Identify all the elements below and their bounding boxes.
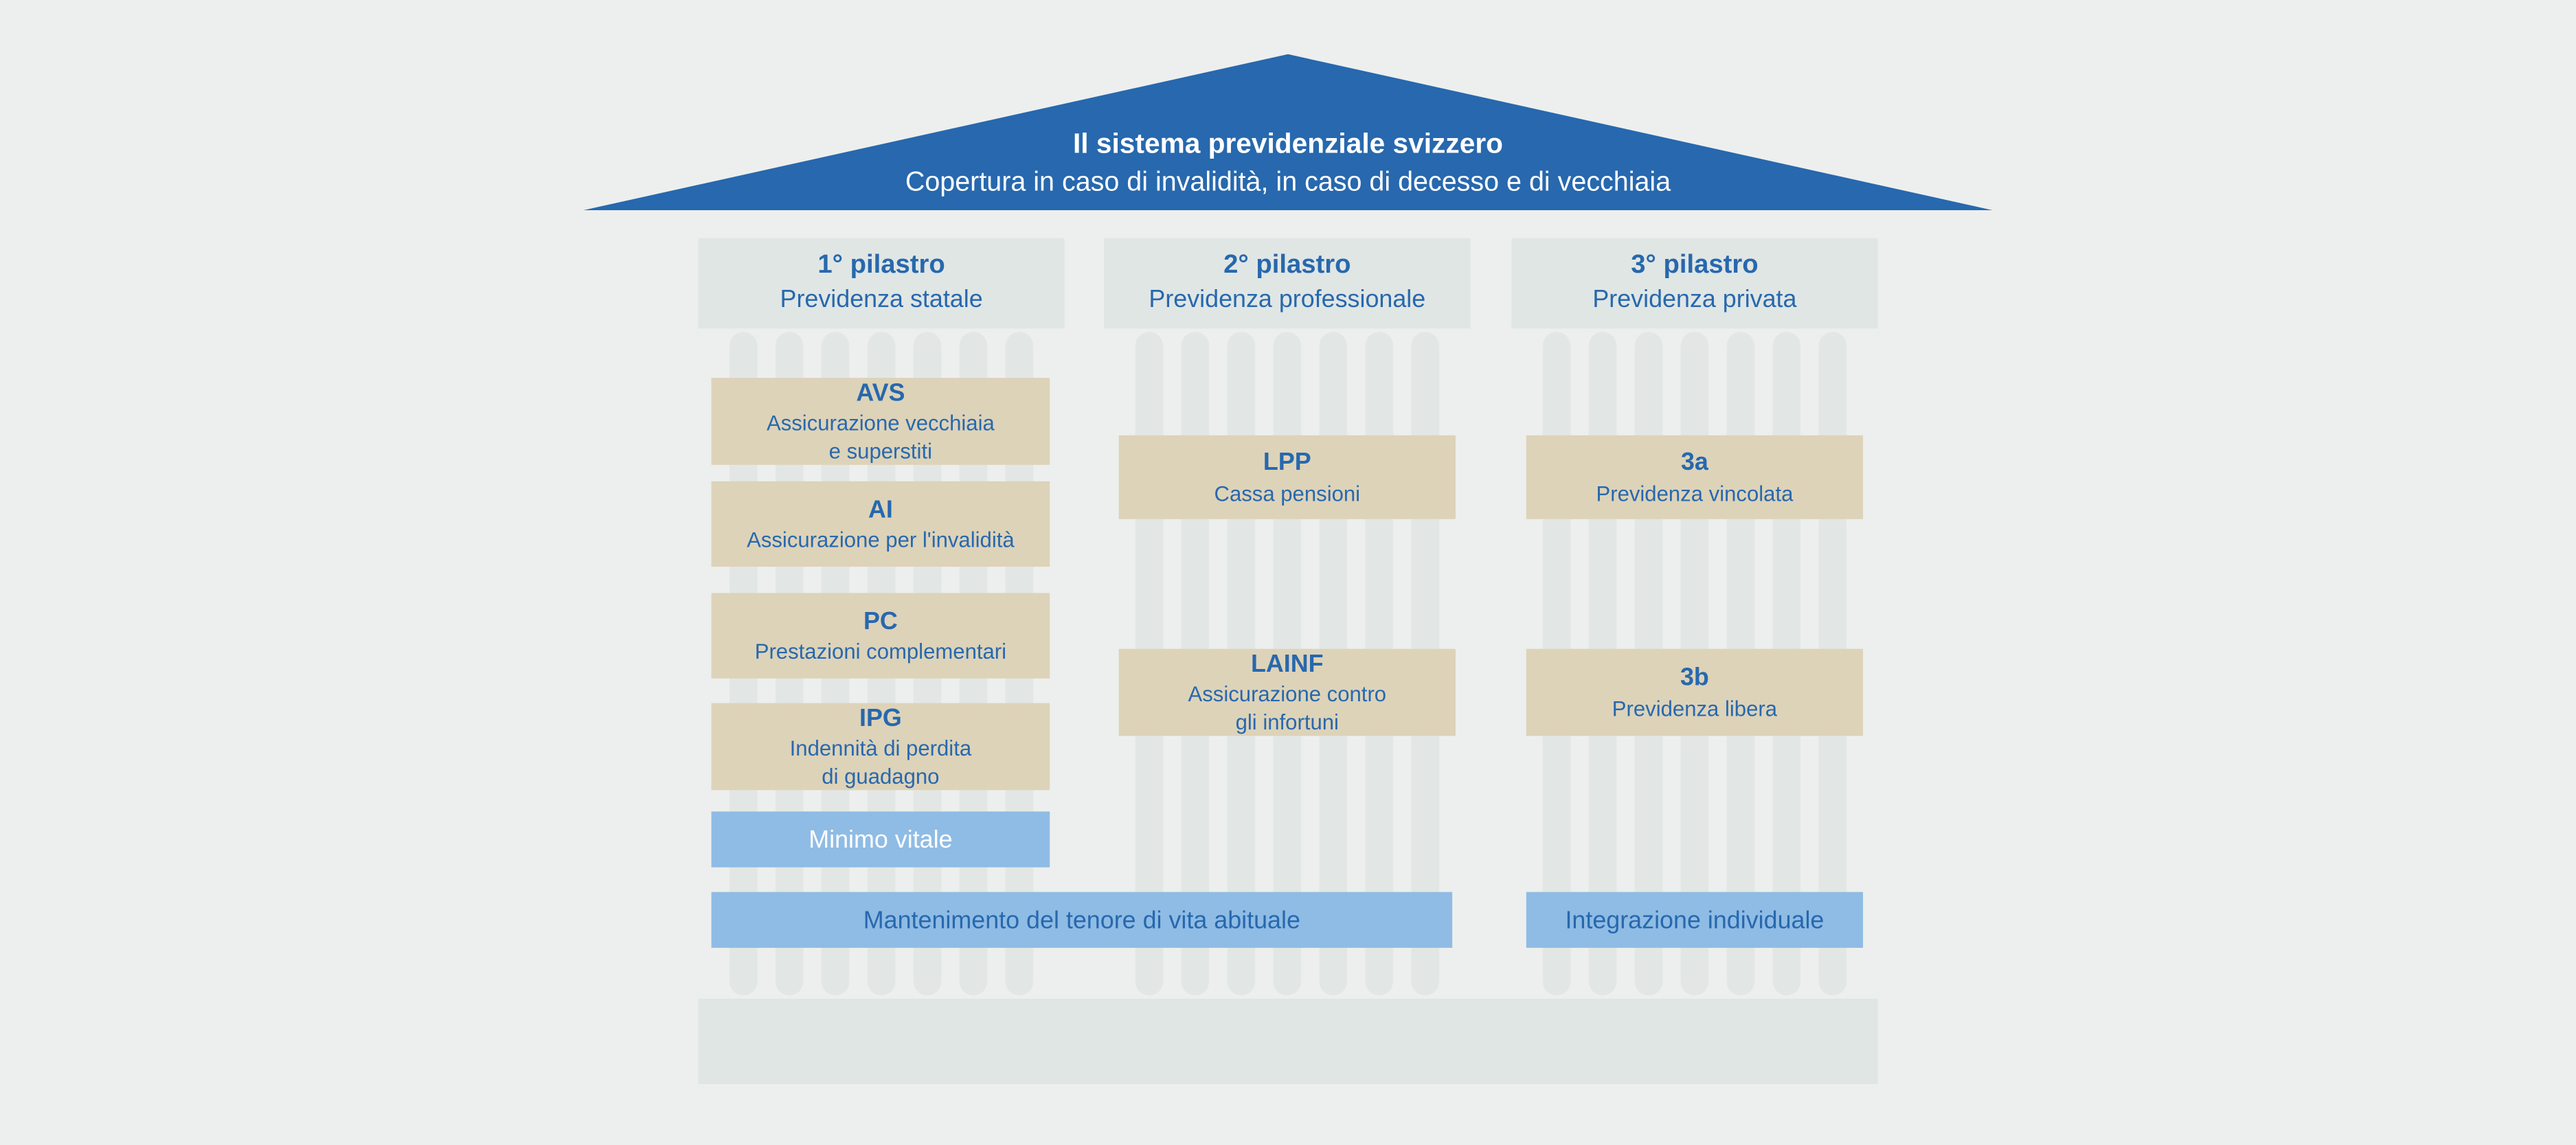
pillar-3-header: 3° pilastro Previdenza privata [1511, 238, 1878, 329]
pillar-2-title: 2° pilastro [1223, 251, 1351, 280]
box-lpp-subtitle: Cassa pensioni [1214, 480, 1361, 506]
box-3b: 3b Previdenza libera [1526, 648, 1864, 736]
box-ipg-title: IPG [859, 705, 902, 733]
box-lainf: LAINF Assicurazione contro gli infortuni [1118, 648, 1456, 736]
box-pc-subtitle: Prestazioni complementari [754, 639, 1007, 664]
box-ai: AI Assicurazione per l'invalidità [711, 481, 1050, 567]
box-ipg-subtitle: Indennità di perdita di guadagno [789, 736, 972, 789]
bar-integrazione-individuale: Integrazione individuale [1526, 892, 1864, 948]
box-pc: PC Prestazioni complementari [711, 593, 1050, 679]
box-ai-subtitle: Assicurazione per l'invalidità [747, 527, 1015, 552]
box-ai-title: AI [868, 495, 893, 524]
pillar-1-header: 1° pilastro Previdenza statale [698, 238, 1065, 329]
box-avs-title: AVS [856, 379, 905, 408]
box-lainf-title: LAINF [1250, 650, 1324, 679]
box-lpp-title: LPP [1263, 449, 1311, 477]
bar-mantenimento-tenore-vita: Mantenimento del tenore di vita abituale [711, 892, 1453, 948]
box-lainf-subtitle: Assicurazione contro gli infortuni [1188, 682, 1387, 734]
pillar-1-subtitle: Previdenza statale [780, 286, 983, 315]
pillar-1-title: 1° pilastro [817, 251, 945, 280]
pillar-3-subtitle: Previdenza privata [1592, 286, 1797, 315]
roof-pediment: Il sistema previdenziale svizzero Copert… [583, 54, 1993, 211]
box-lpp: LPP Cassa pensioni [1118, 435, 1456, 519]
bar-mantenimento-label: Mantenimento del tenore di vita abituale [863, 905, 1300, 934]
box-3a-title: 3a [1680, 449, 1708, 477]
box-pc-title: PC [863, 607, 898, 635]
box-3b-subtitle: Previdenza libera [1612, 695, 1778, 721]
roof-triangle-shape [583, 54, 1993, 211]
pillar-3-title: 3° pilastro [1631, 251, 1759, 280]
bar-minimo-vitale: Minimo vitale [711, 811, 1050, 868]
bar-integrazione-label: Integrazione individuale [1565, 905, 1824, 934]
box-ipg: IPG Indennità di perdita di guadagno [711, 703, 1050, 791]
pillar-2-subtitle: Previdenza professionale [1149, 286, 1426, 315]
temple-base [698, 999, 1878, 1085]
bar-minimo-vitale-label: Minimo vitale [809, 825, 953, 854]
box-3b-title: 3b [1680, 664, 1709, 692]
box-3a: 3a Previdenza vincolata [1526, 435, 1864, 519]
roof-text: Il sistema previdenziale svizzero Copert… [583, 126, 1993, 201]
box-3a-subtitle: Previdenza vincolata [1596, 480, 1794, 506]
box-avs: AVS Assicurazione vecchiaia e superstiti [711, 378, 1050, 465]
diagram-title: Il sistema previdenziale svizzero [1073, 128, 1503, 159]
diagram-subtitle: Copertura in caso di invalidità, in caso… [905, 167, 1671, 197]
pillar-2-header: 2° pilastro Previdenza professionale [1104, 238, 1471, 329]
box-avs-subtitle: Assicurazione vecchiaia e superstiti [766, 411, 995, 463]
